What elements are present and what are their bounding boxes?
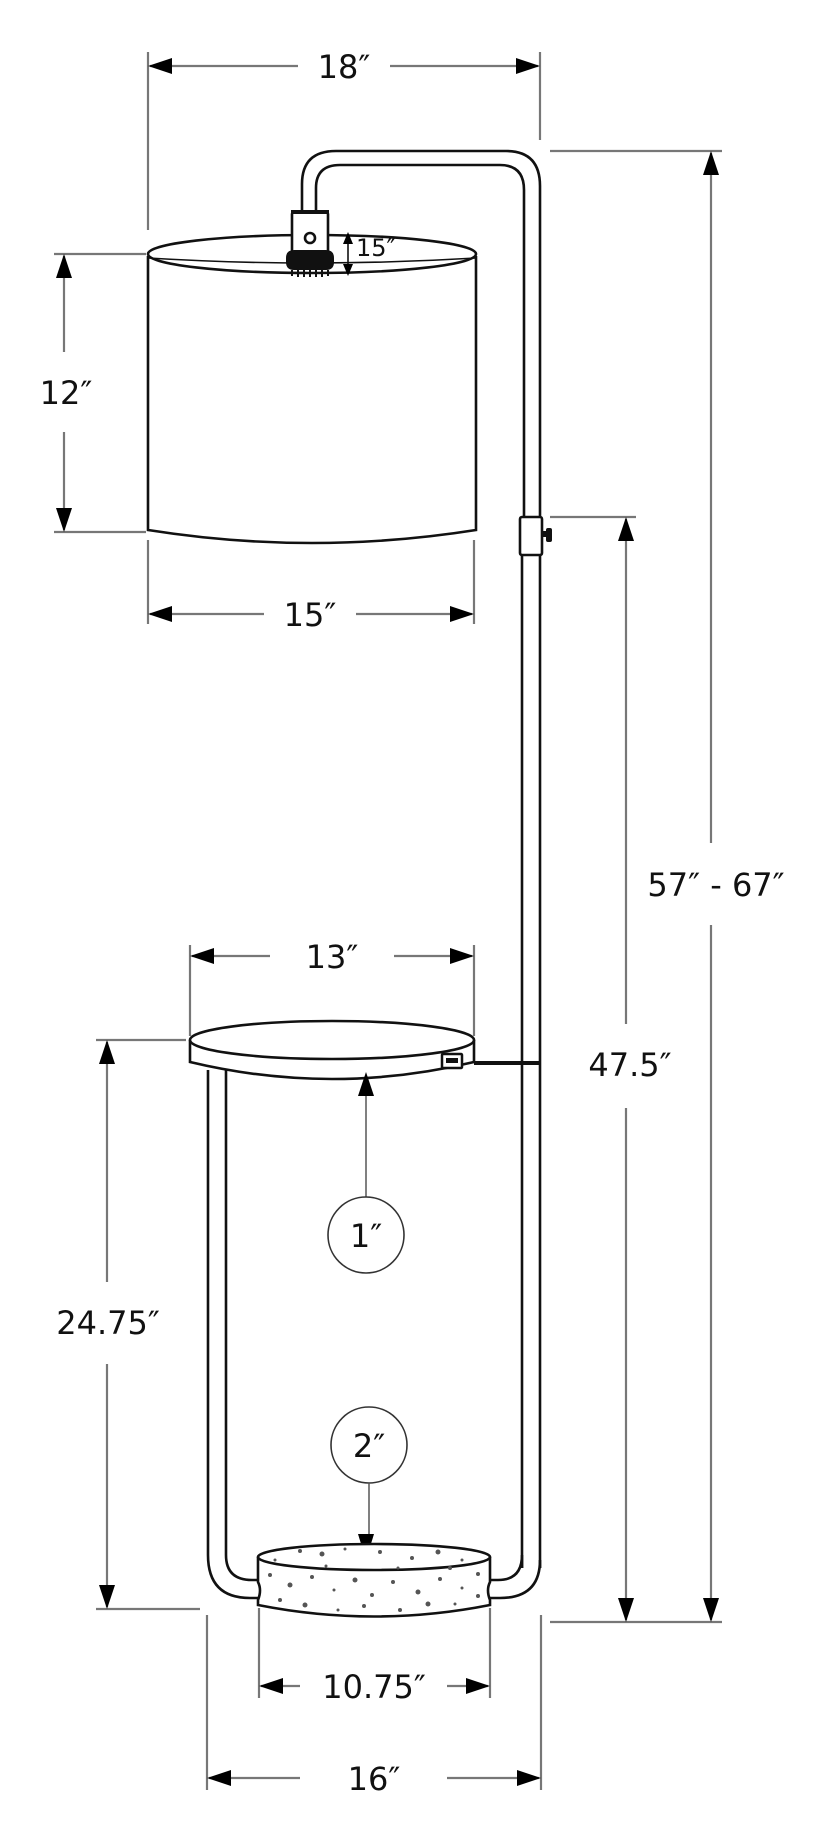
socket	[286, 210, 334, 277]
shelf-thickness-callout: 1″	[327, 1072, 405, 1274]
height-adjust-collar	[518, 515, 544, 557]
shade-width-label: 15″	[284, 596, 337, 634]
overall-width-dimension: 18″	[146, 48, 542, 230]
shelf-width-dimension: 13″	[188, 938, 476, 1036]
shelf-width-label: 13″	[306, 938, 359, 976]
shelf-height-label: 24.75″	[56, 1304, 160, 1342]
overall-height-dimension: 57″ - 67″	[550, 149, 785, 1624]
base-thickness-label: 2″	[353, 1427, 385, 1465]
shade-height-dimension: 12″	[40, 252, 146, 534]
shelf-height-dimension: 24.75″	[56, 1038, 200, 1611]
base-thickness-callout: 2″	[330, 1406, 408, 1560]
frame-width-label: 16″	[348, 1760, 401, 1798]
shelf-thickness-label: 1″	[350, 1217, 382, 1255]
lamp-shade	[146, 233, 478, 545]
frame-width-dimension: 16″	[205, 1615, 543, 1798]
overall-height-label: 57″ - 67″	[647, 866, 784, 904]
adjust-height-dimension: 47.5″	[550, 515, 672, 1622]
overall-width-label: 18″	[318, 48, 371, 86]
base-width-dimension: 10.75″	[257, 1608, 492, 1706]
adjust-height-label: 47.5″	[588, 1046, 671, 1084]
speckle-texture	[268, 1547, 480, 1612]
round-shelf	[188, 1019, 540, 1081]
harp-offset-label: 15″	[356, 234, 396, 262]
knob-icon	[542, 528, 552, 542]
harp-offset-dimension: 15″	[343, 232, 396, 276]
shade-height-label: 12″	[40, 374, 93, 412]
base-width-label: 10.75″	[322, 1668, 426, 1706]
usb-port-icon	[440, 1052, 464, 1070]
shade-width-dimension: 15″	[146, 540, 476, 634]
frame-loop	[206, 1070, 542, 1600]
marble-base	[256, 1542, 492, 1618]
